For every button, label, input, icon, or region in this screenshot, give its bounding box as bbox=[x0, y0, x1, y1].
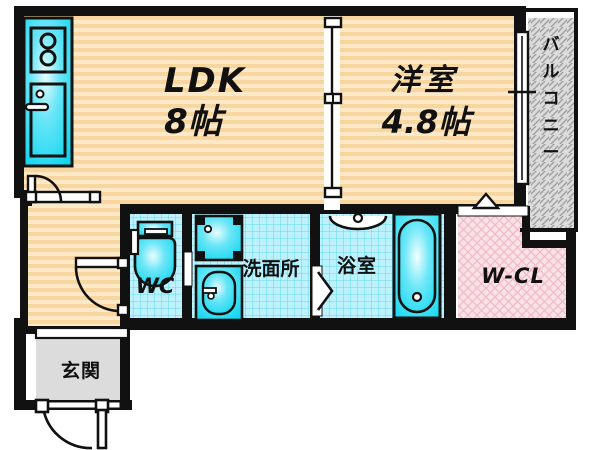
entrance-door-arc bbox=[42, 411, 93, 450]
closet-door-marker[interactable] bbox=[457, 192, 529, 217]
wall-right-lower bbox=[566, 228, 576, 322]
label-bedroom: 洋室 bbox=[390, 63, 459, 98]
label-bath: 浴室 bbox=[337, 254, 377, 277]
floor-fills bbox=[22, 14, 574, 402]
washer-corner-br bbox=[233, 251, 242, 260]
doors[interactable] bbox=[24, 174, 529, 450]
hall-door-1-jamb-right bbox=[88, 190, 102, 204]
bath-basin-drain-icon bbox=[352, 212, 364, 224]
wall-left-hall bbox=[20, 190, 28, 326]
hall-door-1-arc bbox=[34, 174, 63, 203]
label-wc: WC bbox=[136, 274, 175, 298]
wall-wcl-step-v bbox=[522, 206, 530, 248]
label-balcony-char-1: ル bbox=[543, 62, 560, 82]
entrance-jamb-left bbox=[34, 398, 50, 414]
label-bedroom-size: 4.8帖 bbox=[381, 103, 476, 141]
washroom-fixtures bbox=[194, 208, 308, 322]
wall-wet-top bbox=[120, 204, 526, 214]
label-balcony-char-4: ー bbox=[543, 143, 560, 163]
washroom-entry-opening bbox=[183, 251, 193, 287]
vanity-faucet-icon bbox=[202, 287, 217, 294]
genkan-step bbox=[34, 326, 130, 340]
label-washroom: 洗面所 bbox=[242, 257, 299, 280]
kitchen-sink-drain-icon bbox=[35, 89, 45, 99]
label-genkan: 玄関 bbox=[61, 359, 101, 382]
stove-icon bbox=[29, 26, 67, 74]
stove-burner-rear-icon bbox=[39, 32, 57, 50]
hall-door-1-jamb-left bbox=[24, 190, 38, 204]
genkan-floor bbox=[36, 336, 128, 402]
genkan-step-line bbox=[34, 326, 130, 340]
balcony-frame-right bbox=[574, 8, 578, 232]
toilet-fixture bbox=[129, 220, 177, 288]
sliding-door-ldk-bedroom[interactable] bbox=[323, 16, 343, 210]
label-balcony-char-2: コ bbox=[543, 89, 560, 109]
wall-left-lower bbox=[14, 318, 26, 408]
wall-washroom-bath bbox=[310, 206, 320, 324]
bathtub-inner-icon bbox=[397, 218, 437, 314]
kitchen-sink-icon bbox=[29, 82, 67, 158]
bath-door-arrow-icon bbox=[316, 271, 334, 311]
toilet-lid-icon bbox=[144, 228, 168, 235]
bath-fixtures bbox=[328, 212, 442, 320]
washer-corner-tr bbox=[233, 216, 242, 225]
kitchen-faucet-icon bbox=[24, 102, 50, 112]
label-ldk: LDK bbox=[164, 61, 247, 101]
bathtub-drain-icon bbox=[411, 291, 423, 303]
washer-corner-bl bbox=[196, 251, 205, 260]
toilet-paper-holder-icon bbox=[129, 228, 140, 256]
bathroom-folding-door[interactable] bbox=[311, 265, 334, 317]
balcony-frame-top bbox=[520, 8, 578, 12]
hall-door-2-jamb-bottom bbox=[116, 303, 130, 317]
balcony-sliding-window[interactable] bbox=[508, 30, 536, 186]
balcony-floor bbox=[528, 18, 574, 230]
washer-corner-tl bbox=[196, 216, 205, 225]
hall-swing-door-upper[interactable] bbox=[24, 174, 102, 204]
wcl-door-triangle-icon bbox=[471, 192, 501, 210]
bedroom-floor bbox=[322, 14, 518, 210]
wall-wcl-step-h bbox=[522, 240, 570, 248]
washroom-entry-marker[interactable] bbox=[183, 251, 193, 287]
label-wcl: W-CL bbox=[481, 264, 545, 288]
wcl-floor bbox=[458, 214, 566, 318]
hall-door-2-arc bbox=[74, 266, 121, 313]
hall-door-2-jamb-top bbox=[116, 256, 130, 270]
sliding-door-stop-bottom bbox=[323, 186, 343, 199]
balcony-frame-bottom bbox=[520, 228, 578, 232]
entrance-swing-door[interactable] bbox=[34, 398, 121, 450]
entrance-door-leaf bbox=[96, 408, 108, 450]
kitchen-counter bbox=[22, 16, 74, 168]
wall-bath-wcl bbox=[444, 206, 456, 324]
sliding-door-stop-top bbox=[323, 16, 343, 29]
hall-swing-door-lower[interactable] bbox=[74, 256, 130, 317]
vanity-drain-icon bbox=[207, 292, 215, 300]
wall-top bbox=[14, 6, 526, 16]
wall-left-upper bbox=[14, 6, 24, 198]
washer-drain-icon bbox=[203, 224, 213, 234]
label-balcony-char-0: バ bbox=[543, 35, 560, 55]
label-balcony-char-3: ニ bbox=[543, 116, 560, 136]
label-ldk-size: 8帖 bbox=[164, 102, 227, 142]
stove-burner-front-icon bbox=[39, 49, 57, 67]
wall-genkan-right bbox=[120, 326, 130, 408]
